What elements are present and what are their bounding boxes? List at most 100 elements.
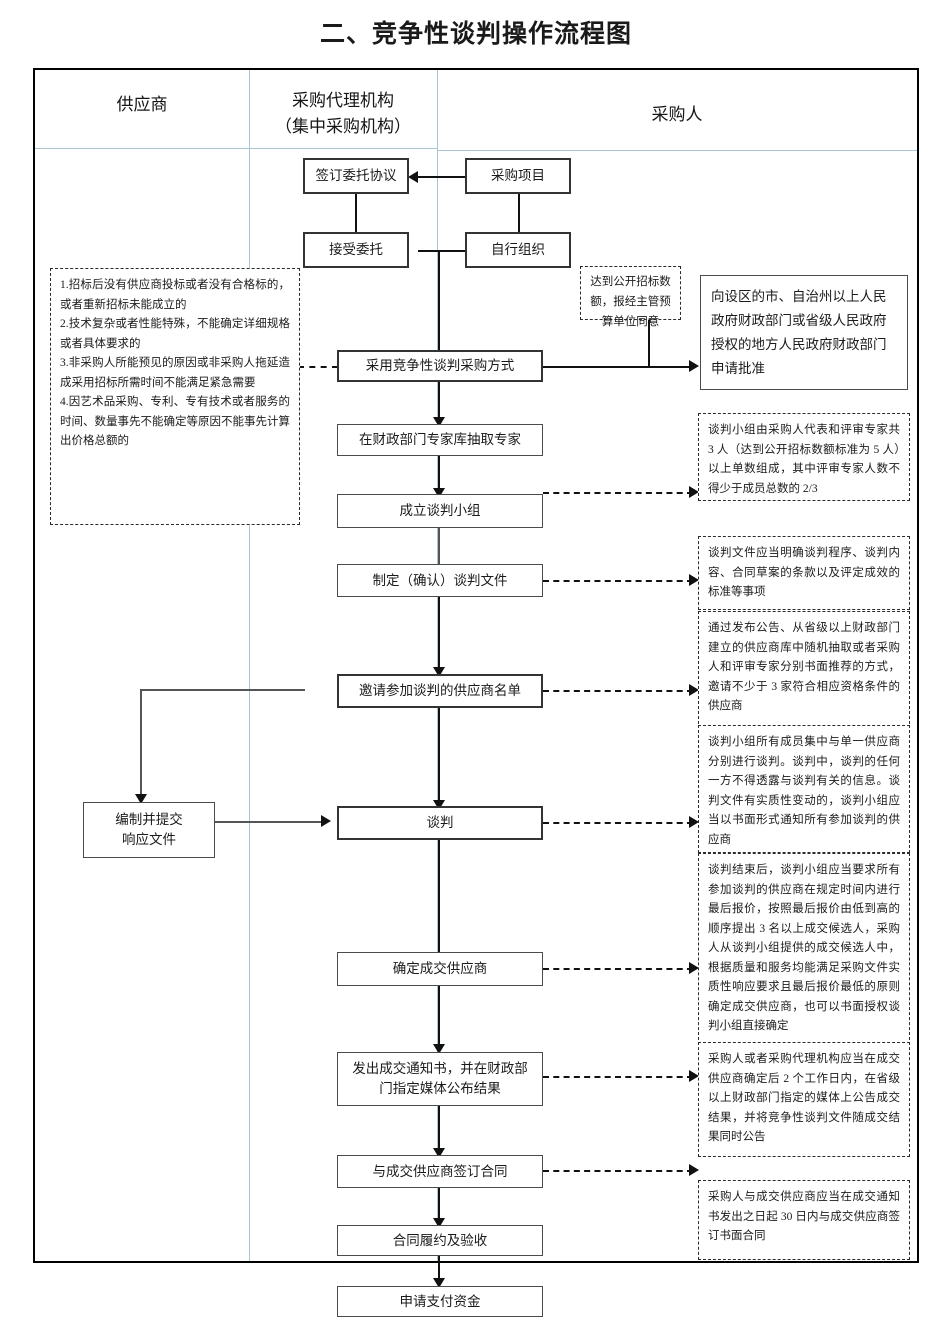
connector-group-to-note: [543, 492, 693, 494]
note-conditions-item-2: 2.技术复杂或者性能特殊，不能确定详细规格或者具体要求的: [60, 318, 290, 350]
header-rule-right: [437, 150, 917, 151]
connector-join-horizontal: [418, 250, 484, 252]
process-box-determine-supplier[interactable]: 确定成交供应商: [337, 952, 543, 986]
connector-document-to-invite: [438, 597, 440, 677]
arrowhead-down-perform: [433, 1218, 445, 1228]
swimlane-label-agency-line2: （集中采购机构）: [275, 117, 411, 136]
swimlane-label-supplier: 供应商: [116, 95, 168, 114]
process-box-invite-list[interactable]: 邀请参加谈判的供应商名单: [337, 674, 543, 708]
swimlane-header-supplier: 供应商: [35, 92, 249, 118]
process-box-issue-notice[interactable]: 发出成交通知书，并在财政部 门指定媒体公布结果: [337, 1052, 543, 1106]
process-box-negotiate[interactable]: 谈判: [337, 806, 543, 840]
connector-negotiate-to-determine: [438, 840, 440, 962]
arrowhead-down-contract: [433, 1148, 445, 1158]
note-document-content-text: 谈判文件应当明确谈判程序、谈判内容、合同草案的条款以及评定成效的标准等事项: [708, 547, 900, 598]
lane-divider-2: [437, 70, 438, 1261]
note-conditions-item-1: 1.招标后没有供应商投标或者没有合格标的，或者重新招标未能成立的: [60, 279, 290, 311]
process-label-adopt-negotiation: 采用竞争性谈判采购方式: [365, 358, 515, 373]
process-label-apply-payment: 申请支付资金: [399, 1293, 481, 1309]
connector-group-to-document: [438, 527, 440, 577]
note-group-composition: 谈判小组由采购人代表和评审专家共 3 人（达到公开招标数额标准为 5 人）以上单…: [698, 413, 910, 501]
process-box-accept-entrust[interactable]: 接受委托: [303, 232, 409, 268]
page-title: 二、竞争性谈判操作流程图: [319, 21, 632, 48]
header-rule-mid: [249, 148, 437, 149]
connector-adopt-to-experts: [438, 382, 440, 426]
note-negotiation-rule-text: 谈判小组所有成员集中与单一供应商分别进行谈判。谈判中，谈判的任何一方不得透露与谈…: [708, 736, 900, 846]
process-label-determine-supplier: 确定成交供应商: [392, 961, 488, 976]
arrowhead-down-group: [433, 488, 445, 498]
process-label-prepare-response-line2: 响应文件: [122, 832, 176, 847]
connector-project-to-self: [518, 194, 520, 240]
process-label-sign-entrust: 签订委托协议: [315, 168, 397, 183]
connector-notice-to-contract: [438, 1106, 440, 1158]
swimlane-header-purchaser: 采购人: [437, 102, 917, 128]
note-conditions-item-4: 4.因艺术品采购、专利、专有技术或者服务的时间、数量事先不能确定等原因不能事先计…: [60, 396, 290, 447]
connector-experts-to-group: [438, 456, 440, 498]
note-announce-rule: 采购人或者采购代理机构应当在成交供应商确定后 2 个工作日内，在省级以上财政部门…: [698, 1042, 910, 1157]
note-negotiation-rule: 谈判小组所有成员集中与单一供应商分别进行谈判。谈判中，谈判的任何一方不得透露与谈…: [698, 725, 910, 853]
process-label-issue-notice-line2: 门指定媒体公布结果: [379, 1081, 501, 1096]
note-final-quote-rule-text: 谈判结束后，谈判小组应当要求所有参加谈判的供应商在规定时间内进行最后报价，按照最…: [708, 864, 900, 1032]
connector-determine-to-note: [543, 968, 693, 970]
process-box-self-organize[interactable]: 自行组织: [465, 232, 571, 268]
note-reach-threshold-text: 达到公开招标数额，报经主管预算单位同意: [590, 276, 671, 328]
connector-contract-to-perform: [438, 1188, 440, 1228]
arrowhead-down-invite: [433, 667, 445, 677]
note-contract-rule: 采购人与成交供应商应当在成交通知书发出之日起 30 日内与成交供应商签订书面合同: [698, 1180, 910, 1260]
process-box-form-group[interactable]: 成立谈判小组: [337, 494, 543, 528]
arrowhead-right-negotiate: [321, 815, 331, 827]
process-box-sign-entrust[interactable]: 签订委托协议: [303, 158, 409, 194]
arrowhead-right-negotiate-note: [689, 816, 699, 828]
connector-adopt-to-conditions: [298, 366, 338, 368]
swimlane-label-purchaser: 采购人: [651, 105, 703, 124]
arrowhead-right-notice-note: [689, 1070, 699, 1082]
process-box-apply-payment[interactable]: 申请支付资金: [337, 1286, 543, 1317]
swimlane-label-agency-line1: 采购代理机构: [292, 91, 394, 110]
note-conditions: 1.招标后没有供应商投标或者没有合格标的，或者重新招标未能成立的 2.技术复杂或…: [50, 268, 300, 525]
process-label-invite-list: 邀请参加谈判的供应商名单: [359, 683, 521, 698]
connector-negotiate-to-note: [543, 822, 693, 824]
process-label-make-document: 制定（确认）谈判文件: [372, 572, 508, 588]
connector-invite-to-negotiate: [438, 708, 440, 808]
note-group-composition-text: 谈判小组由采购人代表和评审专家共 3 人（达到公开招标数额标准为 5 人）以上单…: [708, 424, 900, 495]
process-box-purchase-project[interactable]: 采购项目: [465, 158, 571, 194]
arrowhead-down-notice: [433, 1044, 445, 1054]
process-box-perform-accept[interactable]: 合同履约及验收: [337, 1225, 543, 1256]
process-label-accept-entrust: 接受委托: [329, 242, 383, 257]
note-invite-method: 通过发布公告、从省级以上财政部门建立的供应商库中随机抽取或者采购人和评审专家分别…: [698, 611, 910, 729]
arrowhead-down-experts: [433, 417, 445, 427]
arrowhead-right-determine-note: [689, 962, 699, 974]
note-reach-threshold: 达到公开招标数额，报经主管预算单位同意: [580, 266, 681, 328]
connector-sign-to-accept: [355, 194, 357, 240]
process-label-form-group: 成立谈判小组: [399, 503, 481, 518]
process-label-prepare-response-line1: 编制并提交: [115, 812, 183, 827]
connector-invite-to-prepare-v: [140, 689, 142, 804]
connector-prepare-to-negotiate: [215, 821, 325, 823]
arrowhead-right-contract-note: [689, 1164, 699, 1176]
arrowhead-down-prepare: [135, 794, 147, 804]
note-announce-rule-text: 采购人或者采购代理机构应当在成交供应商确定后 2 个工作日内，在省级以上财政部门…: [708, 1053, 900, 1143]
connector-document-to-note: [543, 580, 693, 582]
connector-determine-to-notice: [438, 986, 440, 1054]
arrowhead-right-invite-note: [689, 684, 699, 696]
arrowhead-right-approval: [689, 360, 699, 372]
process-label-self-organize: 自行组织: [491, 242, 545, 257]
flowchart-frame: 供应商 采购代理机构 （集中采购机构） 采购人: [33, 68, 919, 1317]
process-box-apply-approval[interactable]: 向设区的市、自治州以上人民政府财政部门或省级人民政府授权的地方人民政府财政部门申…: [700, 275, 908, 390]
connector-join-down: [438, 250, 440, 362]
process-label-issue-notice-line1: 发出成交通知书，并在财政部: [352, 1061, 528, 1076]
process-box-make-document[interactable]: 制定（确认）谈判文件: [337, 564, 543, 597]
process-box-adopt-negotiation[interactable]: 采用竞争性谈判采购方式: [337, 350, 543, 382]
process-label-negotiate: 谈判: [426, 815, 454, 830]
arrowhead-down-negotiate: [433, 800, 445, 810]
process-label-purchase-project: 采购项目: [491, 168, 545, 183]
connector-adopt-to-approval: [543, 366, 693, 368]
note-conditions-item-3: 3.非采购人所能预见的原因或非采购人拖延造成采用招标所需时间不能满足紧急需要: [60, 357, 290, 389]
connector-invite-to-prepare-h: [140, 689, 305, 691]
lane-divider-1: [249, 70, 250, 1261]
process-box-sign-contract[interactable]: 与成交供应商签订合同: [337, 1155, 543, 1188]
process-box-draw-experts[interactable]: 在财政部门专家库抽取专家: [337, 424, 543, 456]
note-invite-method-text: 通过发布公告、从省级以上财政部门建立的供应商库中随机抽取或者采购人和评审专家分别…: [708, 622, 900, 712]
process-label-apply-approval: 向设区的市、自治州以上人民政府财政部门或省级人民政府授权的地方人民政府财政部门申…: [711, 288, 887, 376]
process-box-prepare-response[interactable]: 编制并提交 响应文件: [83, 802, 215, 858]
